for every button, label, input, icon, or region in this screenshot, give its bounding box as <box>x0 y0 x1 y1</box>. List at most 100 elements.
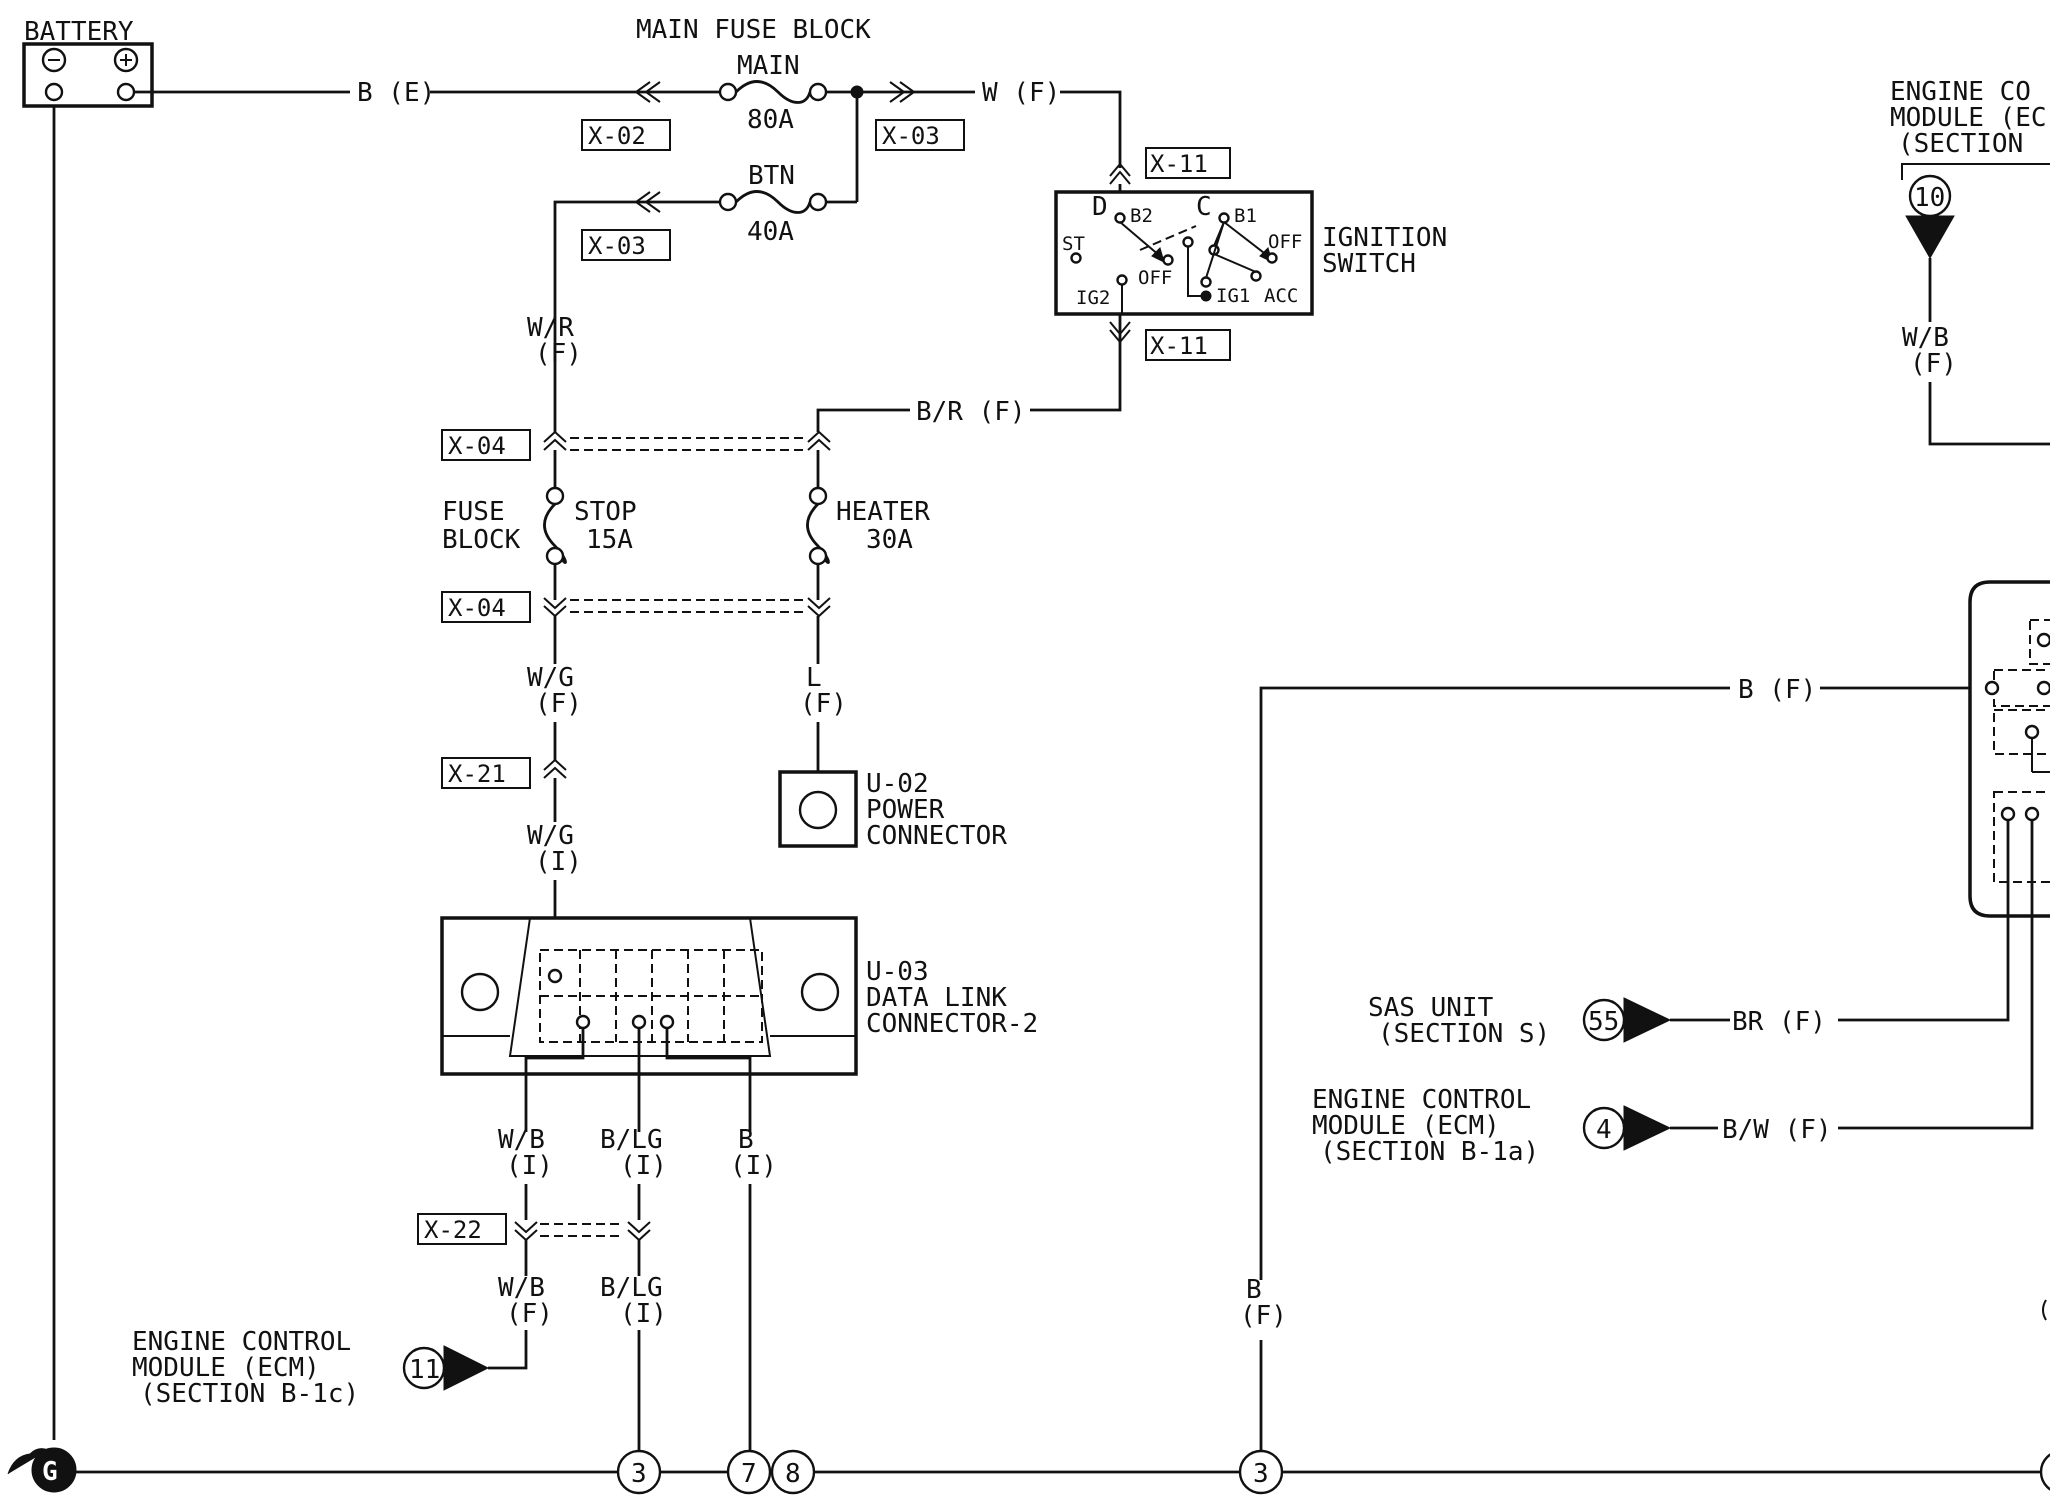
connector-x03-label-a: X-03 <box>882 122 940 150</box>
connector-x03-box-b <box>581 229 671 261</box>
svg-text:(I): (I) <box>620 1299 667 1329</box>
svg-text:(F): (F) <box>800 689 847 719</box>
wire-b-r <box>1030 314 1122 412</box>
ref-10-arrow-icon <box>1905 215 1955 260</box>
ecm-left-label: ENGINE CONTROL <box>132 1327 351 1357</box>
ref-11-arrow-icon <box>443 1345 490 1391</box>
wire-w-b-i-label: W/B <box>498 1125 545 1155</box>
wire-b-w-ecm-label: B/W (F) <box>1722 1115 1832 1145</box>
ignition-switch-body <box>1054 190 1314 316</box>
fuse-main-icon <box>735 80 812 104</box>
wire-w-b-f <box>488 1330 528 1370</box>
fuse-block-label: FUSE <box>442 497 505 527</box>
connector-x22-icon <box>514 1221 538 1242</box>
ignition-switch-label: IGNITION <box>1322 223 1447 253</box>
svg-text:ACC: ACC <box>1264 285 1298 307</box>
connector-x04-icon-a <box>543 430 567 451</box>
svg-text:(I): (I) <box>535 847 582 877</box>
svg-text:DATA LINK: DATA LINK <box>866 983 1007 1013</box>
wire-w-b-top-label: W/B <box>1902 323 1949 353</box>
battery-label: BATTERY <box>24 17 134 47</box>
connector-x04-box-a <box>441 429 531 461</box>
fuse-btn-rating: 40A <box>747 217 794 247</box>
svg-text:(F): (F) <box>1240 1301 1287 1331</box>
svg-text:(I): (I) <box>620 1151 667 1181</box>
fuse-stop-rating: 15A <box>586 525 633 555</box>
wire-w-r <box>553 200 720 370</box>
connector-x04-icon-b <box>543 597 567 618</box>
connector-x03-label-b: X-03 <box>588 232 646 260</box>
connector-x21-label: X-21 <box>448 760 506 788</box>
dlc-pin-blg <box>631 1014 647 1030</box>
power-connector-label: U-02 <box>866 769 929 799</box>
ref-55-arrow-icon <box>1623 997 1672 1043</box>
svg-text:CONNECTOR: CONNECTOR <box>866 821 1007 851</box>
svg-text:(SECTION: (SECTION <box>1898 129 2023 159</box>
svg-text:POWER: POWER <box>866 795 945 825</box>
wire-b-lg-i-label-a: B/LG <box>600 1125 663 1155</box>
svg-text:(SECTION B-1c): (SECTION B-1c) <box>140 1379 359 1409</box>
wire-w-f-label: W (F) <box>982 78 1060 108</box>
connector-x11-icon-top <box>1109 162 1131 185</box>
ground-point-7 <box>726 1449 772 1495</box>
wire-b-e-label: B (E) <box>357 78 435 108</box>
wire-w-g-i-label: W/G <box>527 821 574 851</box>
svg-text:SWITCH: SWITCH <box>1322 249 1416 279</box>
wire-w-b-top <box>1928 382 2050 446</box>
wire-br-sas-label: BR (F) <box>1732 1007 1826 1037</box>
svg-text:(SECTION S): (SECTION S) <box>1378 1019 1550 1049</box>
svg-text:(F): (F) <box>1910 349 1957 379</box>
svg-text:MODULE (ECM): MODULE (ECM) <box>1312 1111 1500 1141</box>
dlc-pin-b <box>659 1014 675 1030</box>
fuse-btn-icon <box>735 190 812 214</box>
svg-text:ST: ST <box>1062 233 1085 255</box>
ground-point-8 <box>770 1449 816 1495</box>
wire-b-r-label: B/R (F) <box>916 397 1026 427</box>
fuse-heater-rating: 30A <box>866 525 913 555</box>
connector-x11-label-b: X-11 <box>1150 332 1208 360</box>
fuse-heater-label: HEATER <box>836 497 930 527</box>
wire-w-f <box>1060 90 1122 168</box>
svg-text:D: D <box>1092 192 1108 222</box>
fuse-stop-icon <box>543 503 567 564</box>
svg-text:OFF: OFF <box>1138 267 1172 289</box>
svg-text:(F): (F) <box>535 339 582 369</box>
wire-w-b-i <box>524 1028 585 1132</box>
svg-text:B1: B1 <box>1234 205 1257 227</box>
data-link-connector-body <box>440 916 858 1076</box>
ref-4-arrow-icon <box>1623 1105 1672 1151</box>
svg-text:IG1: IG1 <box>1216 285 1250 307</box>
battery-terminal-neg <box>44 82 64 102</box>
wire-w-b-f-label: W/B <box>498 1273 545 1303</box>
svg-text:BLOCK: BLOCK <box>442 525 521 555</box>
svg-text:11: 11 <box>409 1355 440 1385</box>
connector-x22-box <box>417 1213 507 1245</box>
svg-text:(I): (I) <box>506 1151 553 1181</box>
wire-b-lg-i-label-b: B/LG <box>600 1273 663 1303</box>
right-module-body <box>1968 580 2050 918</box>
wire-b-f <box>1259 686 1730 1280</box>
data-link-connector <box>440 916 858 1076</box>
right-module <box>1968 580 2050 918</box>
wire-b-f-vert-label: B <box>1246 1275 1262 1305</box>
connector-x02-box <box>581 119 671 151</box>
ecm-mid-label: ENGINE CONTROL <box>1312 1085 1531 1115</box>
svg-text:3: 3 <box>631 1459 647 1489</box>
connector-x11-label-a: X-11 <box>1150 150 1208 178</box>
dlc-pin-wb <box>575 1014 591 1030</box>
wire-l-f-label: L <box>806 663 822 693</box>
connector-x21-icon <box>543 758 567 779</box>
battery: BATTERY <box>22 17 154 108</box>
connector-x03-box-a <box>875 119 965 151</box>
ignition-contact-arrow <box>1119 221 1161 257</box>
ground-symbol: G <box>7 1447 77 1493</box>
svg-text:OFF: OFF <box>1268 231 1302 253</box>
fuse-stop-label: STOP <box>574 497 637 527</box>
svg-text:B2: B2 <box>1130 205 1153 227</box>
svg-text:G: G <box>42 1457 58 1487</box>
svg-text:(F): (F) <box>506 1299 553 1329</box>
wire-br-sas <box>1838 820 2010 1022</box>
fuse-btn-label: BTN <box>748 161 795 191</box>
ground-point-3a <box>616 1449 662 1495</box>
